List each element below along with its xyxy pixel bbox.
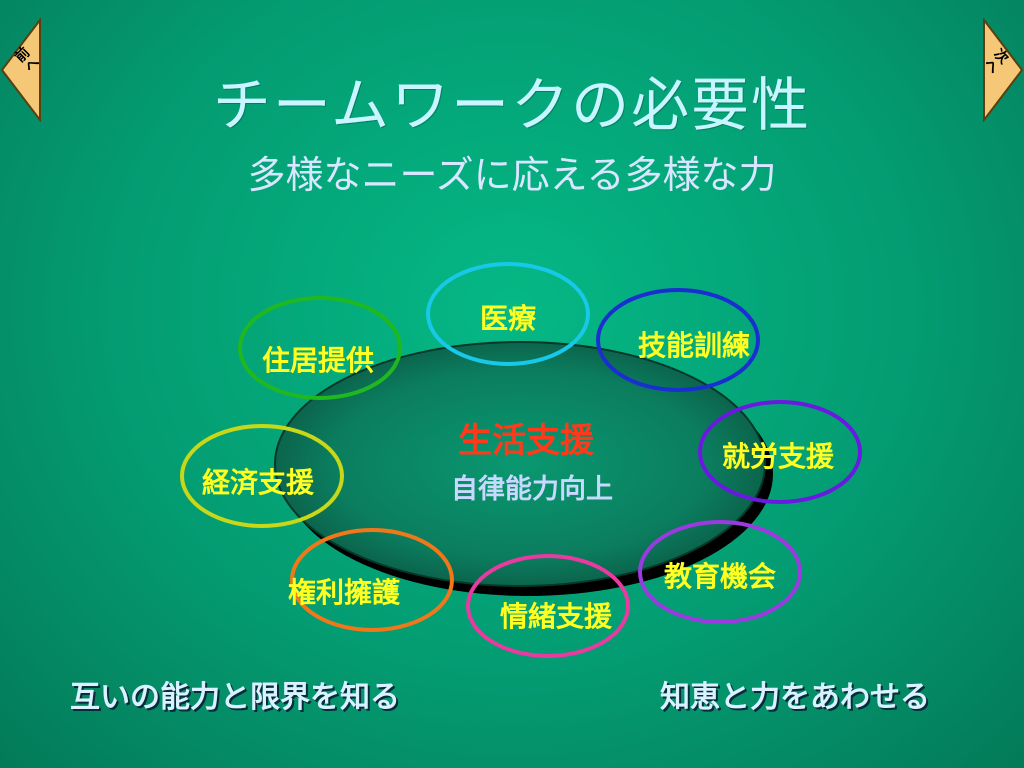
next-button[interactable]: 次へ <box>980 18 1024 122</box>
prev-button[interactable]: 前へ <box>0 18 44 122</box>
node-label-education: 教育機会 <box>664 560 776 593</box>
node-ring-advocacy <box>290 528 454 632</box>
node-label-emotional-support: 情緒支援 <box>500 600 613 633</box>
node-ring-employment-support <box>698 400 862 504</box>
node-ring-housing <box>238 296 402 400</box>
node-label-employment-support: 就労支援 <box>722 440 835 473</box>
page-title: チームワークの必要性 <box>212 71 812 139</box>
center-main-label: 生活支援 <box>458 421 595 461</box>
node-label-advocacy: 権利擁護 <box>288 576 401 609</box>
center-disc <box>274 341 766 587</box>
node-ring-economic-support <box>180 424 344 528</box>
node-label-housing: 住居提供 <box>262 344 374 377</box>
node-ring-medical <box>426 262 590 366</box>
node-label-medical: 医療 <box>480 302 537 335</box>
node-ring-emotional-support <box>466 554 630 658</box>
node-ring-vocational-training <box>596 288 760 392</box>
node-label-vocational-training: 技能訓練 <box>638 329 750 362</box>
node-ring-education <box>638 520 802 624</box>
center-sub-label: 自律能力向上 <box>451 473 613 505</box>
bottom-right-text: 知恵と力をあわせる <box>660 680 930 715</box>
node-label-economic-support: 経済支援 <box>202 466 315 499</box>
left-arrow-icon <box>0 18 41 122</box>
bottom-left-text: 互いの能力と限界を知る <box>70 680 400 715</box>
page-subtitle: 多様なニーズに応える多様な力 <box>247 153 777 197</box>
right-arrow-icon <box>983 18 1024 122</box>
